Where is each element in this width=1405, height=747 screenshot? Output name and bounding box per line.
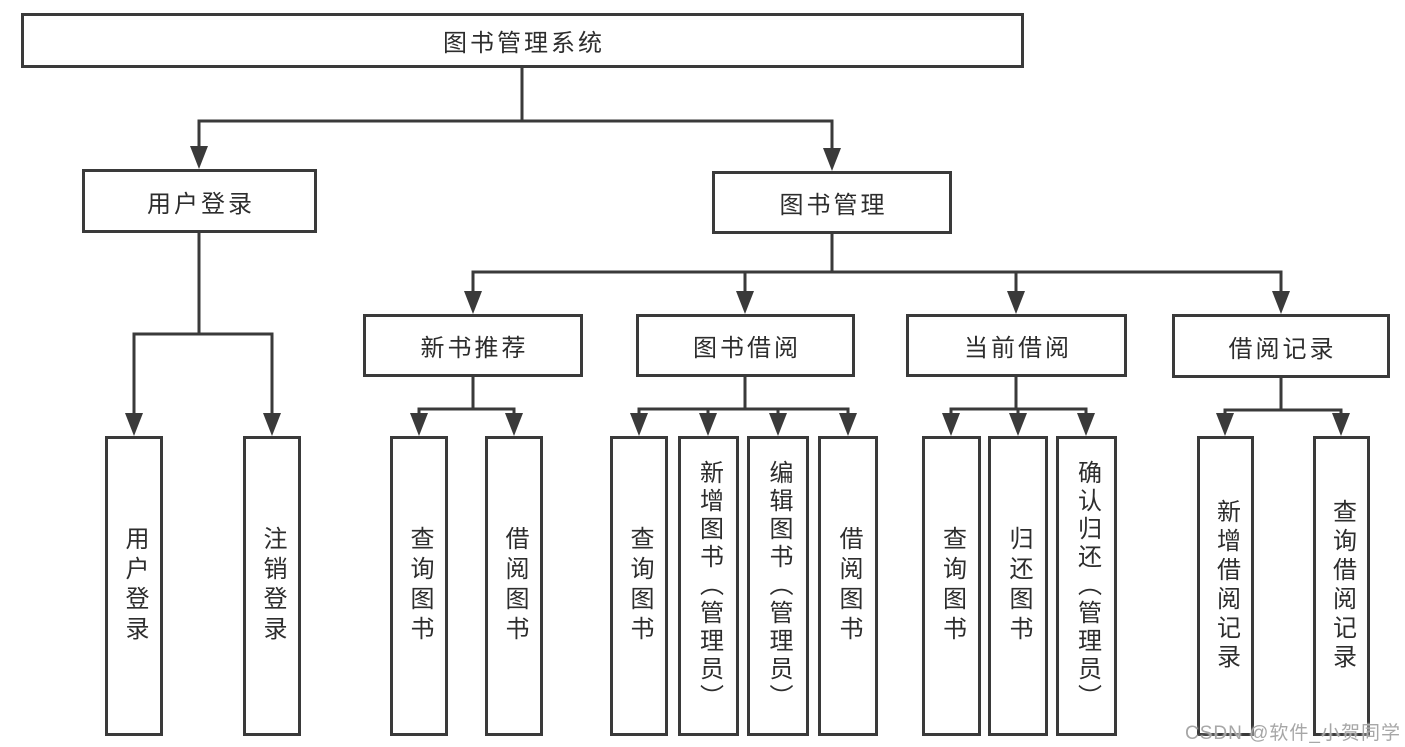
leaf-borrow-books-recommend: 借阅图书 [485,436,543,736]
node-label: 图书借阅 [693,335,801,362]
node-label: 查询借阅记录 [1328,499,1356,673]
leaf-add-books-admin: 新增图书（管理员） [678,436,739,736]
leaf-logout: 注销登录 [243,436,301,736]
node-current-borrowing: 当前借阅 [906,314,1127,377]
node-book-management-module: 图书管理 [712,171,952,234]
node-label: 用户登录 [121,526,148,646]
leaf-user-login: 用户登录 [105,436,163,736]
leaf-query-books-recommend: 查询图书 [390,436,448,736]
node-label: 注销登录 [259,526,286,646]
node-book-borrowing: 图书借阅 [636,314,855,377]
leaf-add-borrow-record: 新增借阅记录 [1197,436,1254,736]
node-label: 借阅记录 [1228,335,1337,363]
node-label: 查询图书 [406,526,433,646]
node-label: 新增借阅记录 [1212,499,1240,673]
leaf-edit-books-admin: 编辑图书（管理员） [747,436,809,736]
node-label: 归还图书 [1005,526,1032,646]
node-label: 用户登录 [147,190,255,218]
node-user-login-module: 用户登录 [82,169,317,233]
leaf-query-books-current: 查询图书 [922,436,981,736]
node-label: 编辑图书（管理员） [765,460,792,712]
node-label: 查询图书 [626,526,653,646]
csdn-watermark: CSDN @软件_小贺同学 [1185,723,1401,744]
node-new-book-recommend: 新书推荐 [363,314,583,377]
connector-arrowheads [125,146,1350,436]
node-label: 图书管理系统 [443,30,605,57]
leaf-borrow-books: 借阅图书 [818,436,878,736]
node-label: 图书管理 [779,192,888,219]
leaf-return-books: 归还图书 [988,436,1048,736]
node-label: 新书推荐 [420,335,529,362]
node-root-system: 图书管理系统 [21,13,1024,68]
node-label: 确认归还（管理员） [1073,460,1101,712]
node-label: 借阅图书 [835,526,862,646]
node-label: 查询图书 [938,526,966,646]
node-label: 当前借阅 [964,335,1072,362]
connector-stems [132,68,1343,418]
leaf-confirm-return-admin: 确认归还（管理员） [1056,436,1117,736]
leaf-query-borrow-record: 查询借阅记录 [1313,436,1370,736]
node-borrowing-records: 借阅记录 [1172,314,1390,378]
node-label: 借阅图书 [501,526,528,646]
node-label: 新增图书（管理员） [695,460,723,712]
leaf-query-books-borrowing: 查询图书 [610,436,668,736]
